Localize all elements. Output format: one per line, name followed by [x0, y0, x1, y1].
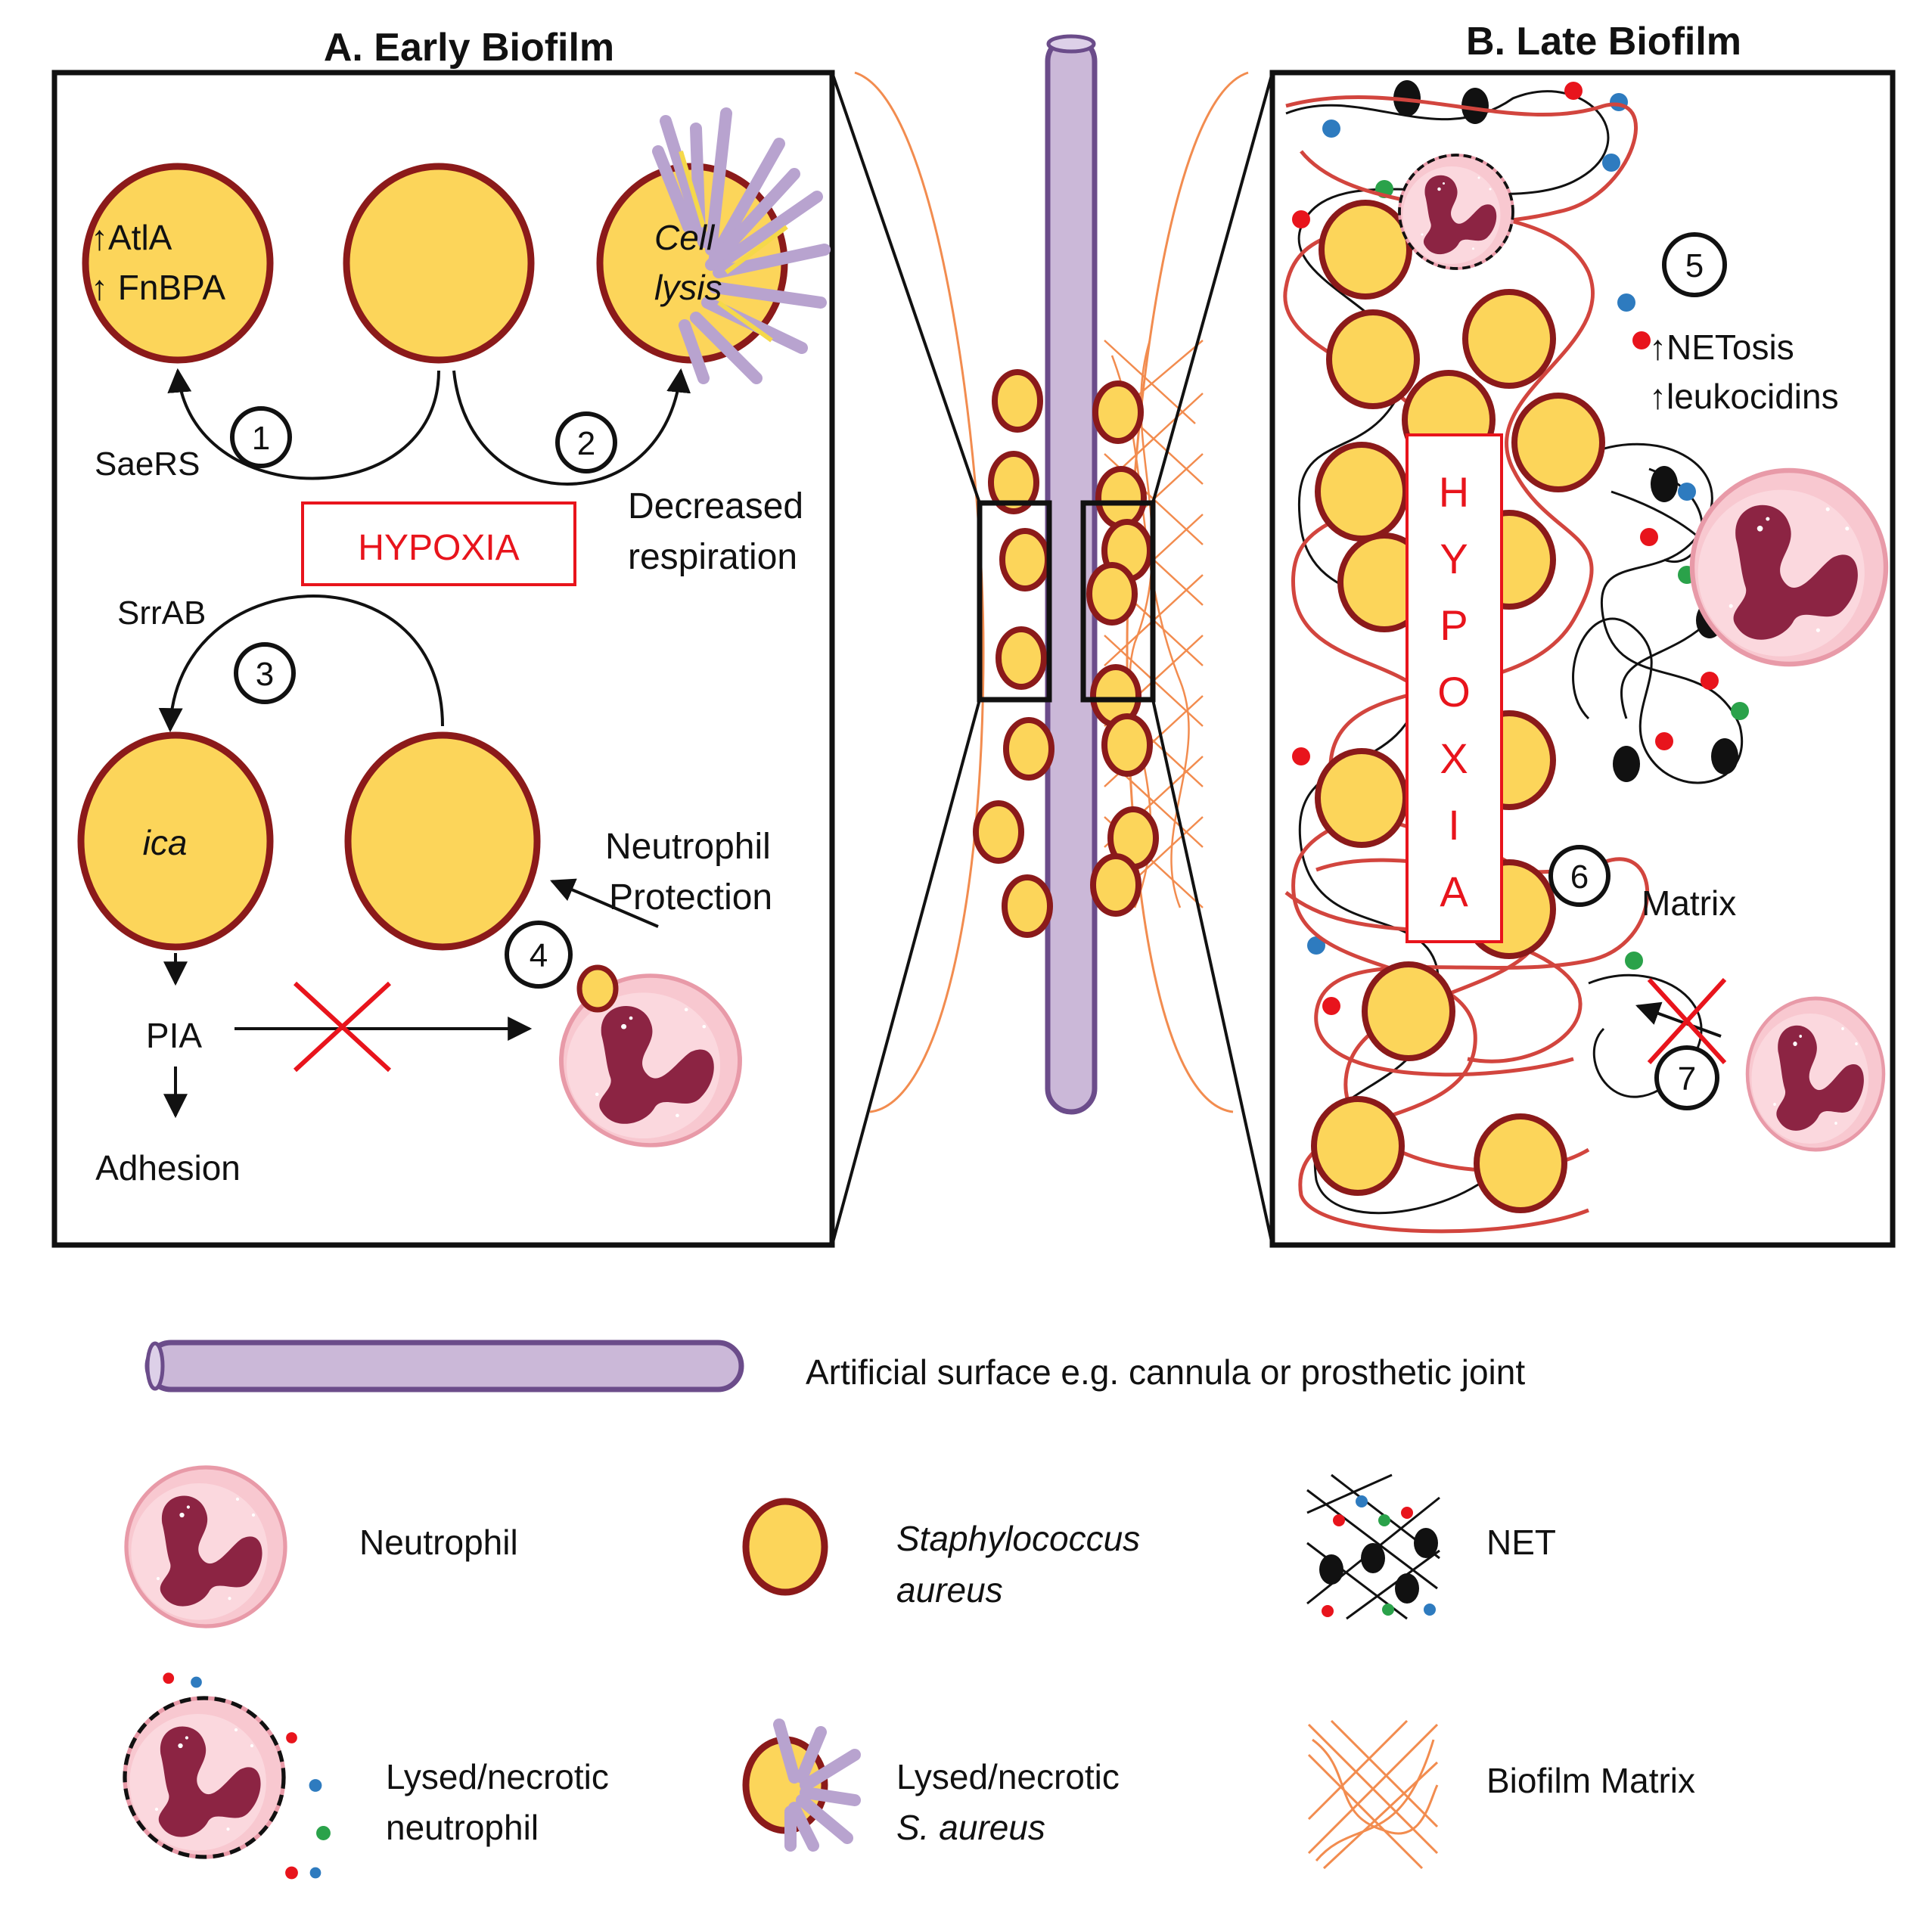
respiration-label: respiration [628, 537, 797, 577]
hypoxia-label: HYPOXIA [358, 528, 519, 568]
blocked-cross-b-icon [1647, 977, 1727, 1065]
arrow-blocked-neutrophil [1635, 1001, 1722, 1038]
arrow-1 [167, 368, 440, 480]
svg-text:X: X [1440, 734, 1468, 782]
legend-surface-icon [144, 1340, 744, 1393]
svg-text:A: A [1440, 868, 1468, 915]
ica-label: ica [143, 823, 188, 862]
step-6-badge [1548, 845, 1611, 907]
legend-neutrophil-label: Neutrophil [359, 1523, 518, 1562]
hypoxia-vertical-letters: H Y P O X I A [1437, 468, 1471, 915]
bacterium-ica [77, 731, 274, 951]
adhesion-label: Adhesion [95, 1148, 241, 1188]
arrow-protection [550, 878, 659, 928]
step-4: 4 [530, 937, 548, 974]
engulfed-bacterium [576, 964, 619, 1013]
panel-b-title: B. Late Biofilm [1466, 20, 1741, 64]
blocked-cross-icon [293, 981, 392, 1073]
legend-staph-label-2: aureus [896, 1570, 1003, 1610]
legend-net-label: NET [1486, 1523, 1556, 1562]
legend-lysed-staph-label-1: Lysed/necrotic [896, 1757, 1120, 1796]
step-1: 1 [252, 420, 270, 457]
panel-a-frame [51, 70, 835, 1248]
bacterium-saers [82, 163, 274, 364]
step-2: 2 [577, 425, 595, 462]
neutrophil-prot-label-1: Neutrophil [605, 827, 771, 867]
bacterium-center [343, 163, 535, 364]
legend-lysed-neutrophil-label-1: Lysed/necrotic [386, 1757, 609, 1796]
step-2-badge [555, 411, 617, 473]
panel-a-title: A. Early Biofilm [324, 26, 614, 70]
pia-label: PIA [146, 1016, 202, 1055]
step-4-badge [505, 921, 573, 989]
cell-label: Cell [654, 218, 716, 257]
neutrophil-prot-label-2: Protection [609, 877, 772, 917]
legend-lysed-staph-icon [742, 1719, 861, 1852]
step-5: 5 [1685, 247, 1704, 284]
hypoxia-vertical-box [1406, 433, 1503, 943]
lysis-burst-icon [652, 107, 831, 384]
legend-matrix-icon [1307, 1719, 1439, 1870]
legend-surface-label: Artificial surface e.g. cannula or prost… [806, 1352, 1525, 1392]
step-3-badge [234, 642, 296, 704]
decreased-label: Decreased [628, 486, 803, 526]
step-7-badge [1654, 1045, 1719, 1110]
legend-staph-label-1: Staphylococcus [896, 1519, 1140, 1558]
net-dots [1292, 80, 1749, 1015]
cannula-surface [1045, 35, 1098, 1115]
svg-text:P: P [1440, 601, 1468, 649]
step-6: 6 [1570, 858, 1589, 896]
panel-b-frame [1269, 70, 1896, 1248]
legend-neutrophil-icon [126, 1467, 285, 1626]
svg-text:Y: Y [1440, 535, 1468, 582]
svg-text:H: H [1439, 468, 1469, 516]
legend-matrix-label: Biofilm Matrix [1486, 1761, 1695, 1800]
zoom-line-b-top [1151, 72, 1274, 504]
legend-staph-icon [742, 1498, 828, 1596]
lysed-neutrophil-icon [1398, 154, 1514, 270]
zoom-line-a-top [831, 72, 981, 504]
lysis-label: lysis [654, 268, 722, 307]
zoom-line-b-bottom [1151, 699, 1274, 1246]
legend-net-icon [1306, 1473, 1440, 1620]
bacterium-protected [344, 731, 541, 951]
legend-lysed-staph-label-2: S. aureus [896, 1808, 1045, 1847]
zoom-box-late [1080, 500, 1156, 703]
zoom-curve-left [854, 71, 985, 1113]
neutrophil-netosis-icon [1692, 470, 1886, 664]
net-red-scribble [1283, 95, 1650, 1234]
legend-lysed-neutrophil-icon [125, 1672, 331, 1880]
fnbpa-label: ↑ FnBPA [91, 268, 225, 307]
legend: Artificial surface e.g. cannula or prost… [125, 1340, 1695, 1880]
atla-label: ↑AtlA [91, 218, 172, 257]
svg-text:O: O [1437, 668, 1471, 716]
step-5-badge [1662, 232, 1727, 297]
arrow-3 [158, 595, 444, 733]
matrix-label: Matrix [1642, 883, 1736, 923]
step-1-badge [230, 406, 292, 468]
hypoxia-box [301, 501, 576, 586]
leukocidins-label: ↑leukocidins [1649, 377, 1839, 416]
saers-label: SaeRS [95, 446, 200, 483]
zoom-box-early [977, 500, 1052, 703]
step-7: 7 [1678, 1060, 1696, 1098]
netosis-label: ↑NETosis [1649, 328, 1794, 367]
legend-lysed-neutrophil-label-2: neutrophil [386, 1808, 539, 1847]
step-3: 3 [256, 656, 274, 693]
zoom-curve-right [1126, 71, 1249, 1113]
svg-text:I: I [1448, 801, 1460, 849]
srrab-label: SrrAB [117, 595, 206, 632]
arrow-2 [452, 368, 691, 486]
zoom-line-a-bottom [831, 699, 981, 1246]
neutrophil-blocked-icon [1747, 998, 1884, 1150]
